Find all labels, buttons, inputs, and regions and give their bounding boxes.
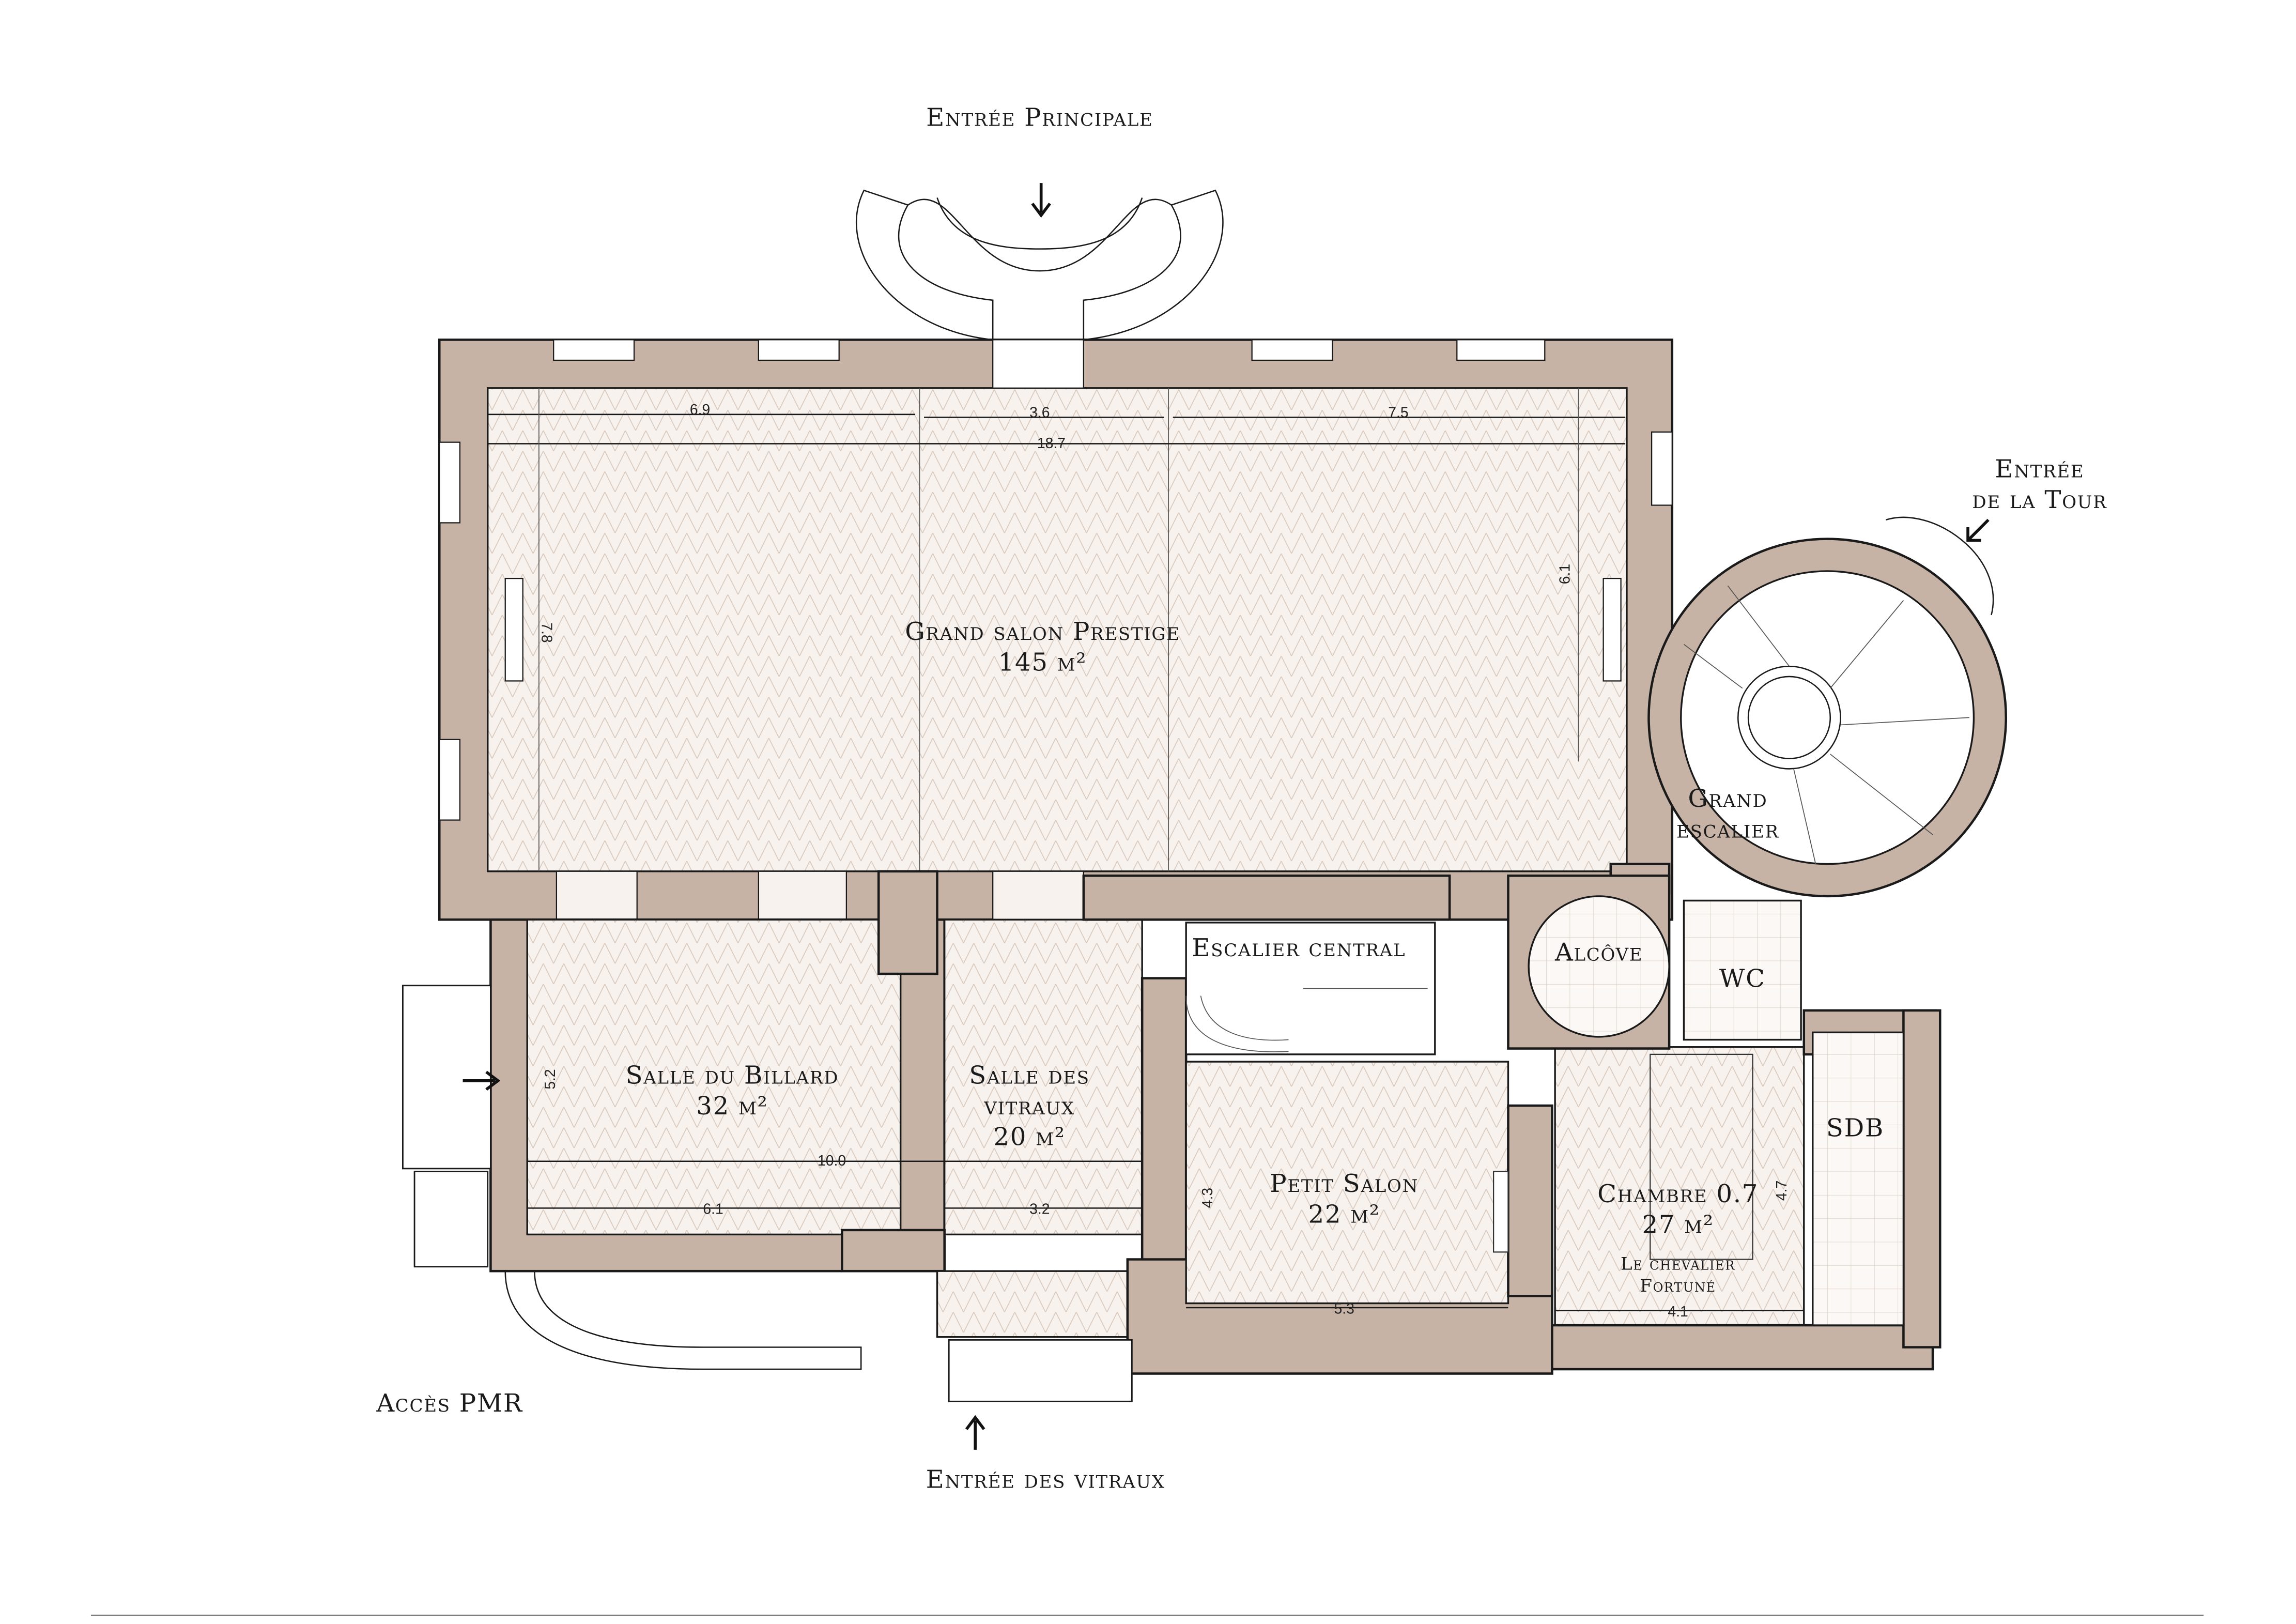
petit-salon-name: Petit Salon — [1270, 1169, 1419, 1198]
dim-label: 4.3 — [1199, 1188, 1216, 1208]
lower-wing — [402, 863, 1941, 1450]
dim-label: 6.1 — [703, 1201, 723, 1218]
dimension-labels: 6.9 3.6 7.5 18.7 7.8 6.1 5.2 10.0 6.1 3.… — [527, 402, 1804, 1320]
chambre-subtitle-2: Fortuné — [1640, 1276, 1716, 1296]
entrance-labels: Entrée Principale Entrée de la Tour Accè… — [376, 103, 2107, 1494]
vitraux-name-2: vitraux — [983, 1092, 1075, 1121]
dim-label: 6.1 — [1557, 564, 1573, 584]
dim-label: 7.8 — [538, 622, 555, 642]
room-labels: Grand salon Prestige 145 m² Grand escali… — [626, 617, 1884, 1296]
vitraux-area: 20 m² — [993, 1123, 1065, 1152]
arrow-right-icon — [463, 1070, 501, 1091]
dim-label: 18.7 — [1037, 435, 1066, 452]
dim-label: 3.2 — [1029, 1201, 1050, 1218]
label-entree-tour-2: de la Tour — [1972, 485, 2107, 514]
dim-label: 5.2 — [542, 1069, 559, 1089]
dim-label: 7.5 — [1388, 404, 1408, 421]
grand-escalier-tower — [1647, 516, 2008, 898]
label-entree-tour-1: Entrée — [1995, 455, 2084, 484]
vitraux-name-1: Salle des — [969, 1061, 1090, 1090]
dim-label: 10.0 — [818, 1153, 846, 1169]
alcove-name: Alcôve — [1554, 938, 1643, 967]
petit-salon-area: 22 m² — [1308, 1200, 1380, 1229]
dim-label: 4.1 — [1668, 1304, 1688, 1320]
label-entree-principale: Entrée Principale — [926, 103, 1153, 132]
grand-salon-name: Grand salon Prestige — [905, 617, 1180, 646]
arrow-down-icon — [1031, 183, 1051, 218]
grand-salon-area: 145 m² — [998, 648, 1087, 677]
dim-label: 6.9 — [690, 402, 710, 418]
arrow-icon — [1966, 518, 1990, 542]
grand-escalier-1: Grand — [1688, 784, 1767, 813]
dim-label: 3.6 — [1029, 404, 1050, 421]
sdb-name: SDB — [1826, 1114, 1884, 1143]
chambre-name: Chambre 0.7 — [1597, 1179, 1759, 1208]
dim-label: 5.3 — [1334, 1300, 1354, 1317]
arrow-up-icon — [965, 1415, 985, 1450]
label-entree-vitraux: Entrée des vitraux — [926, 1465, 1165, 1494]
billard-area: 32 m² — [696, 1092, 768, 1121]
label-acces-pmr: Accès PMR — [376, 1389, 523, 1418]
main-entrance-staircase — [855, 183, 1224, 341]
wc-name: WC — [1719, 964, 1766, 993]
chambre-subtitle-1: Le chevalier — [1621, 1253, 1735, 1274]
chambre-area: 27 m² — [1642, 1211, 1714, 1239]
grand-escalier-2: escalier — [1676, 815, 1779, 844]
billard-name: Salle du Billard — [626, 1061, 839, 1090]
escalier-central-name: Escalier central — [1192, 933, 1406, 962]
grand-salon-room — [438, 339, 1674, 921]
dim-label: 4.7 — [1774, 1181, 1790, 1201]
